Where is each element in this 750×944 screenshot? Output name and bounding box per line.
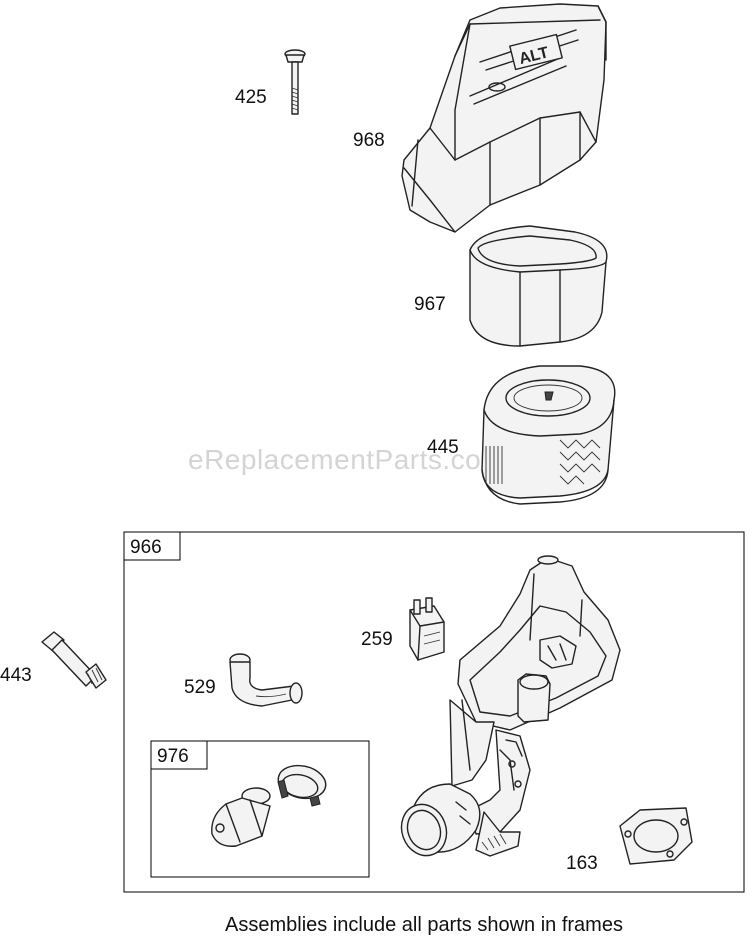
part-967-precleaner[interactable] [469,225,608,347]
callout-259: 259 [361,629,393,650]
callout-163: 163 [566,853,598,874]
cover-logo-icon: ALT [517,44,550,68]
part-425-bolt[interactable] [284,49,306,115]
part-966-base[interactable] [394,555,621,862]
part-968-cover[interactable]: ALT [401,3,607,233]
part-259-clip[interactable] [409,597,445,661]
frame-976: 976 [150,740,370,878]
frame-976-label: 976 [157,746,189,767]
footer-note: Assemblies include all parts shown in fr… [225,914,623,936]
part-445-filter[interactable] [481,365,616,505]
part-976-kit[interactable] [211,761,329,847]
callout-968: 968 [353,130,385,151]
frame-966: 966 [123,531,745,893]
part-529-elbow[interactable] [229,653,303,707]
callout-425: 425 [235,87,267,108]
part-443-stud[interactable] [41,631,107,689]
callout-443: 443 [0,665,32,686]
part-163-gasket[interactable] [619,807,693,865]
watermark-text: eReplacementParts.com [188,444,505,475]
frame-966-label: 966 [130,537,162,558]
callout-529: 529 [184,677,216,698]
callout-967: 967 [414,294,446,315]
callout-445: 445 [427,437,459,458]
